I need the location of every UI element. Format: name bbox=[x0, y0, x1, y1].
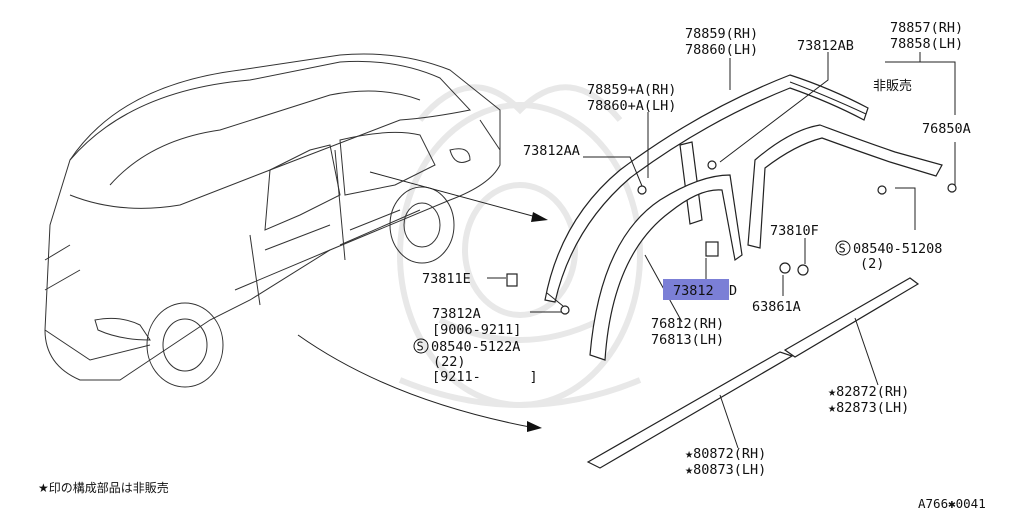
label-78859-rh[interactable]: 78859(RH) bbox=[685, 26, 758, 42]
label-76850a[interactable]: 76850A bbox=[922, 121, 971, 137]
label-08540-51208[interactable]: 08540-51208 bbox=[853, 241, 942, 257]
label-73811e[interactable]: 73811E bbox=[422, 271, 471, 287]
label-73812d-number[interactable]: 73812 bbox=[673, 283, 714, 299]
watermark-emblem bbox=[397, 84, 643, 408]
label-78858-lh[interactable]: 78858(LH) bbox=[890, 36, 963, 52]
label-80872-rh[interactable]: ★80872(RH) bbox=[685, 446, 766, 462]
highlight-box bbox=[663, 279, 729, 300]
label-82872-rh[interactable]: ★82872(RH) bbox=[828, 384, 909, 400]
parts bbox=[506, 74, 957, 469]
label-73812d[interactable]: 73812 D bbox=[663, 279, 737, 300]
roof-molding-inner bbox=[747, 124, 943, 249]
figure-id: A766✱0041 bbox=[918, 496, 986, 510]
bolt-08540-5122a: S 08540-5122A (22) bbox=[413, 338, 520, 370]
label-73812a[interactable]: 73812A bbox=[432, 306, 481, 322]
label-78859a-rh[interactable]: 78859+A(RH) bbox=[587, 82, 676, 98]
label-not-for-sale: 非販売 bbox=[873, 78, 912, 94]
car-illustration bbox=[44, 53, 501, 388]
direction-arrows bbox=[297, 171, 548, 432]
label-82873-lh[interactable]: ★82873(LH) bbox=[828, 400, 909, 416]
label-73812d-suffix: D bbox=[729, 283, 737, 299]
label-78860-lh[interactable]: 78860(LH) bbox=[685, 42, 758, 58]
label-08540-51208-qty: (2) bbox=[860, 256, 884, 272]
label-08540-5122a-qty: (22) bbox=[433, 354, 466, 370]
label-76812-rh[interactable]: 76812(RH) bbox=[651, 316, 724, 332]
label-80873-lh[interactable]: ★80873(LH) bbox=[685, 462, 766, 478]
sill-molding-rear bbox=[783, 277, 920, 358]
label-76813-lh[interactable]: 76813(LH) bbox=[651, 332, 724, 348]
label-date-9006-9211: [9006-9211] bbox=[432, 322, 521, 338]
label-63861a[interactable]: 63861A bbox=[752, 299, 801, 315]
label-78857-rh[interactable]: 78857(RH) bbox=[890, 20, 963, 36]
label-date-9211: [9211- ] bbox=[432, 369, 538, 385]
leader-lines bbox=[487, 52, 956, 449]
label-73812ab[interactable]: 73812AB bbox=[797, 38, 854, 54]
s-mark-icon-2: S bbox=[417, 340, 424, 354]
footnote: ★印の構成部品は非販売 bbox=[38, 480, 169, 495]
bolt-08540-51208: S 08540-51208 (2) bbox=[835, 240, 942, 272]
s-mark-icon: S bbox=[839, 242, 846, 256]
label-78860a-lh[interactable]: 78860+A(LH) bbox=[587, 98, 676, 114]
front-molding bbox=[589, 174, 743, 361]
label-73810f[interactable]: 73810F bbox=[770, 223, 819, 239]
label-73812aa[interactable]: 73812AA bbox=[523, 143, 580, 159]
label-08540-5122a[interactable]: 08540-5122A bbox=[431, 339, 520, 355]
sill-molding-front bbox=[586, 351, 794, 469]
